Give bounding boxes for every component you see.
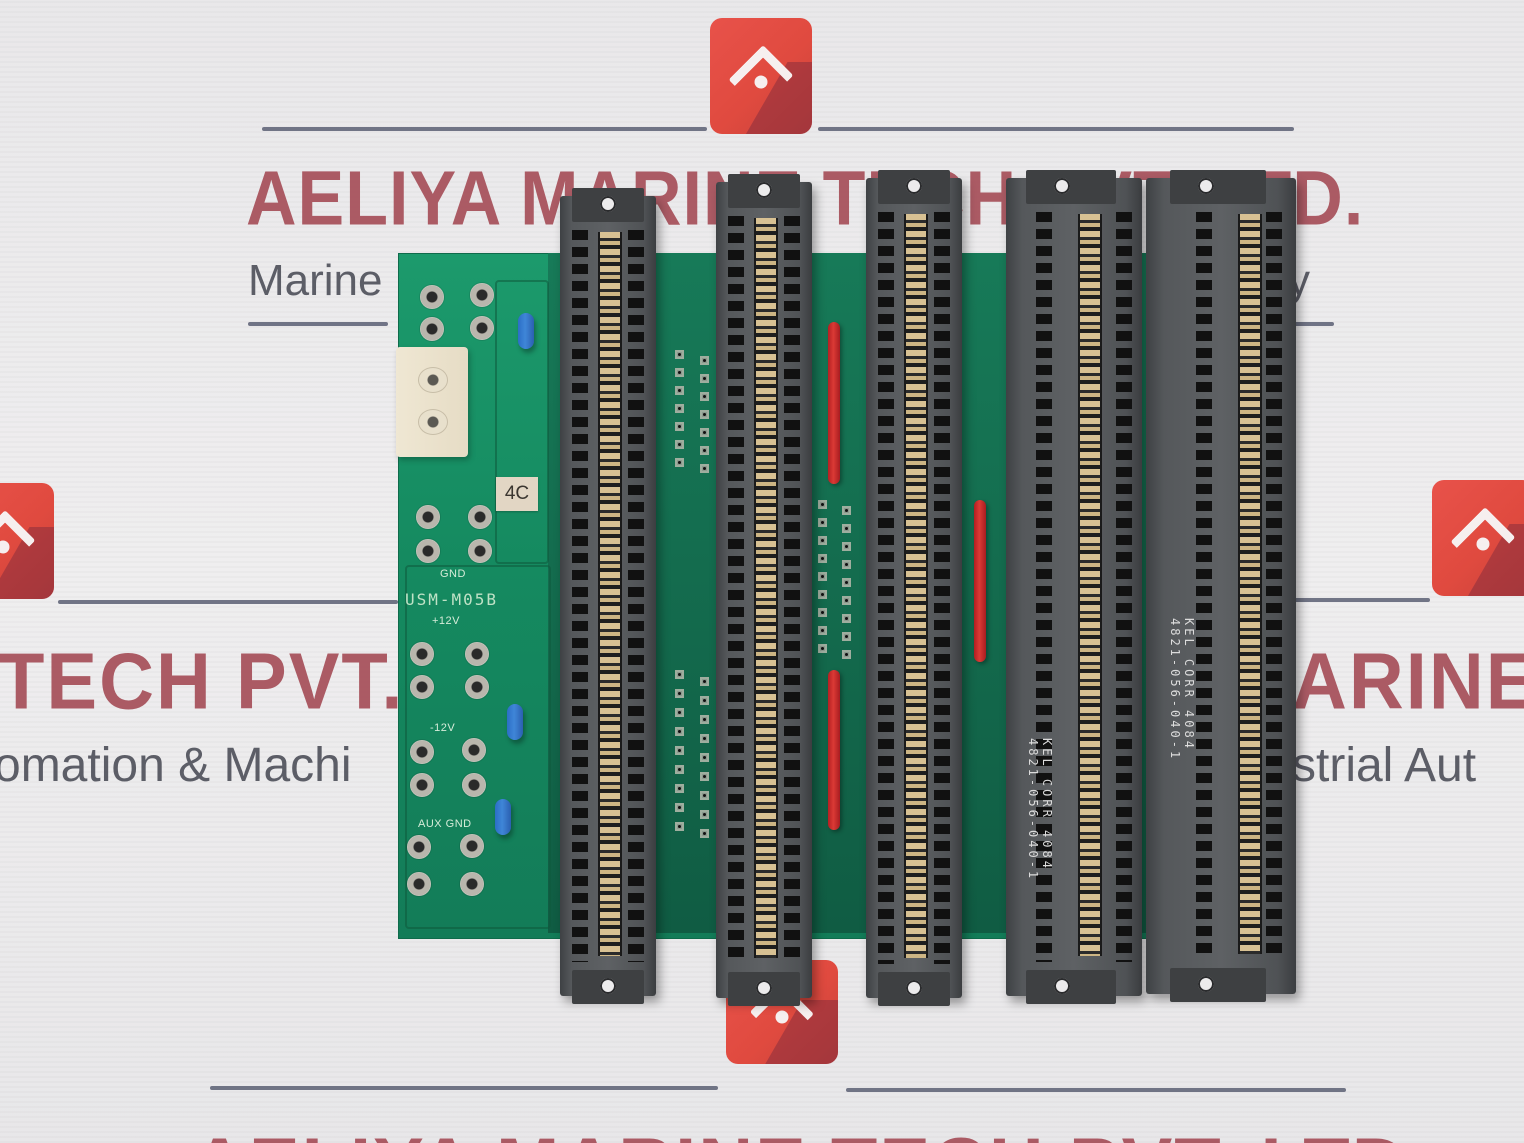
watermark-rule [1294, 598, 1430, 602]
edge-connector-1 [560, 188, 656, 1004]
blue-capacitor [518, 313, 534, 349]
pcb-trace-outline [405, 565, 551, 929]
edge-connector-2 [716, 174, 812, 1006]
board-sticker-label: 4C [496, 477, 538, 511]
solder-pad [460, 872, 484, 896]
silkscreen-aux-gnd: AUX GND [418, 818, 472, 830]
connector-part-marking: KEL CORR 4084 4821-056-040-1 [1168, 618, 1196, 762]
watermark-rule [248, 322, 388, 326]
silkscreen-gnd: GND [440, 568, 466, 580]
watermark-rule [58, 600, 398, 604]
watermark-logo-top [710, 18, 812, 134]
red-resistor [828, 322, 840, 484]
connector-part-marking: KEL CORR 4084 4821-056-040-1 [1026, 738, 1054, 882]
power-connector-pin [418, 409, 448, 435]
power-connector [396, 347, 468, 457]
solder-pad [468, 539, 492, 563]
edge-connector-3 [866, 170, 962, 1006]
watermark-company-name-left: TECH PVT. L [0, 636, 477, 727]
solder-pad [460, 834, 484, 858]
solder-pad [410, 675, 434, 699]
watermark-company-name-bottom: AELIYA MARINE TECH PVT. LTD. [192, 1122, 1432, 1143]
watermark-tagline-right: strial Aut [1292, 739, 1477, 792]
solder-pad [416, 539, 440, 563]
silkscreen-minus12v: -12V [430, 722, 456, 734]
watermark-tagline-top-left: Marine [248, 256, 383, 305]
solder-pad [468, 505, 492, 529]
solder-pad [470, 283, 494, 307]
watermark-rule [1294, 322, 1334, 326]
solder-pad [462, 773, 486, 797]
silkscreen-plus12v: +12V [432, 615, 460, 627]
edge-connector-5: KEL CORR 4084 4821-056-040-1 [1146, 170, 1296, 1002]
blue-capacitor [495, 799, 511, 835]
solder-pad [407, 872, 431, 896]
solder-pad [410, 773, 434, 797]
watermark-rule [210, 1086, 718, 1090]
watermark-rule [262, 127, 707, 131]
red-resistor [828, 670, 840, 830]
red-resistor [974, 500, 986, 662]
solder-pad [420, 285, 444, 309]
watermark-tagline-left: omation & Machi [0, 739, 352, 792]
watermark-rule [818, 127, 1294, 131]
watermark-logo-left [0, 483, 54, 599]
edge-connector-4: KEL CORR 4084 4821-056-040-1 [1006, 170, 1142, 1004]
watermark-company-name-right: ARINE T [1292, 636, 1524, 727]
solder-pad [407, 835, 431, 859]
watermark-rule [846, 1088, 1346, 1092]
solder-pad [465, 642, 489, 666]
silkscreen-part-number: USM-M05B [405, 590, 499, 609]
watermark-logo-right [1432, 480, 1524, 596]
solder-pad [410, 642, 434, 666]
solder-pad [465, 675, 489, 699]
pcb-trace-outline [495, 280, 549, 564]
solder-pad [416, 505, 440, 529]
solder-pad [410, 740, 434, 764]
solder-pad [420, 317, 444, 341]
power-connector-pin [418, 367, 448, 393]
solder-pad [462, 738, 486, 762]
blue-capacitor [507, 704, 523, 740]
solder-pad [470, 316, 494, 340]
